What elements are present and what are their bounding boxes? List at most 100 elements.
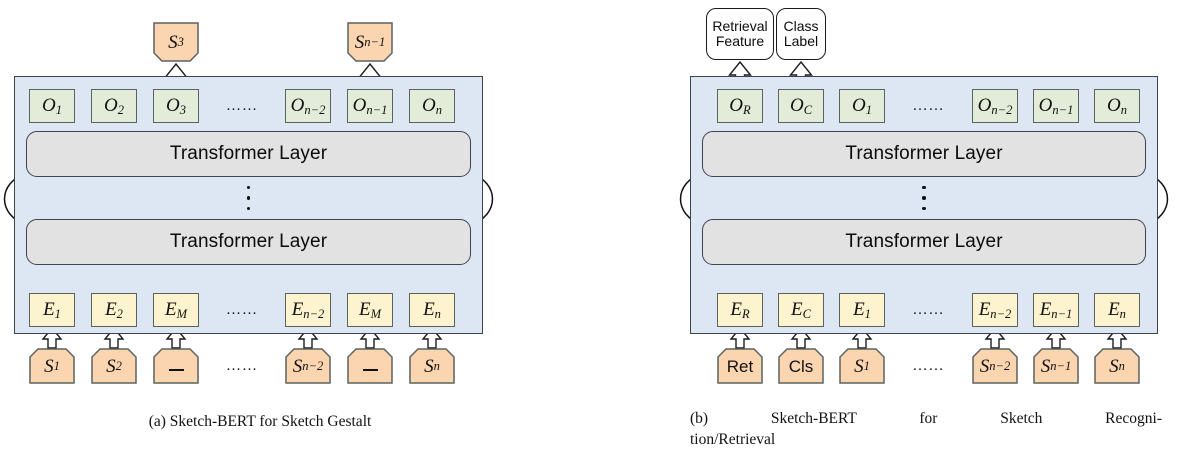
output-token-3: O1 — [839, 89, 885, 123]
token-label: On−1 — [352, 94, 388, 117]
embedding-token-6: En — [1094, 293, 1140, 327]
token-label: E2 — [105, 298, 123, 321]
ellipsis-dot — [246, 186, 251, 190]
row-ellipsis-2: …… — [912, 357, 945, 374]
mask-underscore — [362, 369, 378, 371]
ellipsis-dot — [922, 186, 926, 190]
caption-panel-a: (a) Sketch-BERT for Sketch Gestalt — [148, 413, 372, 430]
mask-underscore — [168, 369, 184, 371]
input-token-1: Ret — [717, 348, 763, 384]
row-ellipsis-0: …… — [912, 97, 945, 114]
output-token-6: On — [1094, 89, 1140, 123]
embedding-token-5: En−1 — [1033, 293, 1079, 327]
caption-panel-b-line-2: tion/Retrieval — [690, 430, 776, 448]
token-label: EM — [358, 298, 382, 321]
transformer-layer-2: Transformer Layer — [702, 219, 1146, 265]
output-token-2: O2 — [91, 89, 137, 123]
callout-line-1: Class — [783, 18, 819, 35]
token-label: E1 — [43, 298, 61, 321]
callout-line-2: Label — [783, 33, 819, 49]
token-label: OC — [789, 94, 813, 117]
output-token-4: On−2 — [972, 89, 1018, 123]
token-label: O1 — [852, 94, 872, 117]
row-ellipsis-1: …… — [226, 301, 258, 318]
output-token-3: O3 — [153, 89, 199, 123]
caption-panel-b: (b) Sketch-BERT for Sketch Recogni-tion/… — [690, 409, 1162, 451]
embedding-token-6: En — [409, 293, 455, 327]
token-label: O2 — [104, 94, 124, 117]
row-ellipsis-2: …… — [226, 357, 258, 374]
token-label: En — [423, 298, 441, 321]
token-label: On — [1107, 94, 1127, 117]
output-token-1: OR — [717, 89, 763, 123]
output-token-1: O1 — [29, 89, 75, 123]
token-label: Cls — [788, 356, 814, 376]
token-label: E1 — [853, 298, 871, 321]
transformer-layer-1: Transformer Layer — [702, 131, 1146, 177]
output-token-4: On−2 — [285, 89, 331, 123]
ellipsis-dot — [246, 196, 251, 200]
token-label — [153, 348, 199, 384]
embedding-token-5: EM — [347, 293, 393, 327]
input-token-3 — [153, 348, 199, 384]
output-token-5: On−1 — [1033, 89, 1079, 123]
callout-line-1: Retrieval — [712, 18, 768, 35]
ellipsis-dot — [246, 206, 251, 210]
embedding-token-2: EC — [778, 293, 824, 327]
output-token-2: OC — [778, 89, 824, 123]
output-token-6: On — [409, 89, 455, 123]
token-label: Ret — [726, 356, 754, 376]
embedding-token-1: E1 — [29, 293, 75, 327]
model-panel — [690, 76, 1158, 334]
token-label: En−1 — [1039, 298, 1073, 321]
embedding-token-3: E1 — [839, 293, 885, 327]
token-label — [347, 348, 393, 384]
output-token-5: On−1 — [347, 89, 393, 123]
transformer-layer-1: Transformer Layer — [26, 131, 471, 177]
token-label: On−2 — [290, 94, 326, 117]
token-label: On — [422, 94, 442, 117]
token-label: OR — [729, 94, 751, 117]
token-label: O3 — [166, 94, 186, 117]
input-token-2: Cls — [778, 348, 824, 384]
caption-panel-b-line-1: (b) Sketch-BERT for Sketch Recogni- — [690, 410, 1162, 427]
token-label: En−2 — [978, 298, 1012, 321]
token-label: En — [1108, 298, 1126, 321]
row-ellipsis-1: …… — [912, 301, 945, 318]
token-label: O1 — [42, 94, 62, 117]
transformer-layer-2: Transformer Layer — [26, 219, 471, 265]
embedding-token-2: E2 — [91, 293, 137, 327]
ellipsis-dot — [922, 196, 926, 200]
layer-stack-ellipsis — [246, 186, 252, 210]
row-ellipsis-0: …… — [226, 97, 258, 114]
token-label: EC — [791, 298, 811, 321]
ellipsis-dot — [922, 206, 926, 210]
embedding-token-4: En−2 — [972, 293, 1018, 327]
token-label: On−2 — [977, 94, 1013, 117]
layer-stack-ellipsis — [921, 186, 927, 210]
embedding-token-1: ER — [717, 293, 763, 327]
